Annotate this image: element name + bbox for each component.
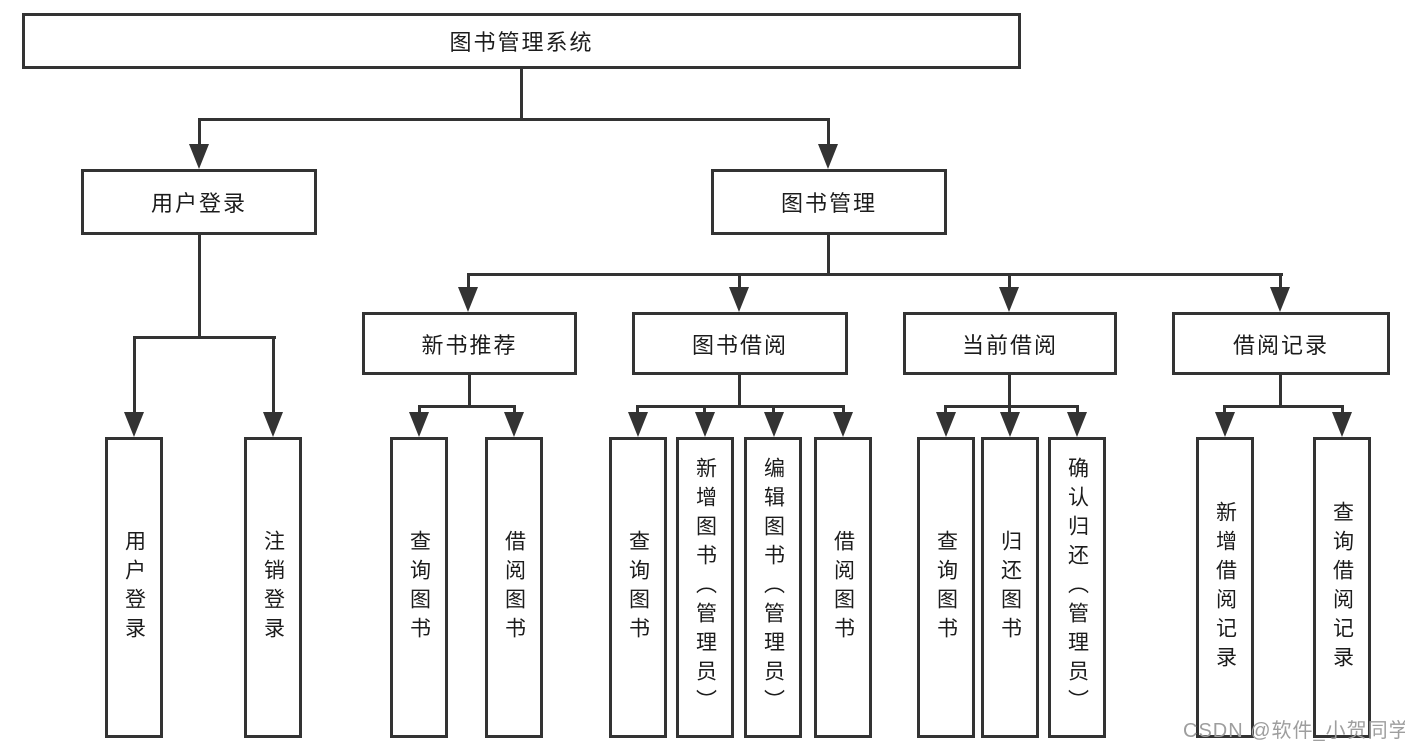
node-user-login: 用户登录 bbox=[81, 169, 317, 235]
arrow-down-icon bbox=[1067, 412, 1087, 437]
leaf-newbook-query-books: 查询图书 bbox=[390, 437, 448, 738]
arrow-down-icon bbox=[818, 144, 838, 169]
leaf-borrow-edit-books-admin: 编辑图书（管理员） bbox=[744, 437, 802, 738]
leaf-current-return-books: 归还图书 bbox=[981, 437, 1039, 738]
leaf-borrow-add-books-admin: 新增图书（管理员） bbox=[676, 437, 734, 738]
leaf-borrow-borrow-books: 借阅图书 bbox=[814, 437, 872, 738]
node-borrow-records: 借阅记录 bbox=[1172, 312, 1390, 375]
connector-line bbox=[1076, 405, 1079, 415]
connector-line bbox=[467, 273, 470, 289]
connector-line bbox=[738, 375, 741, 408]
connector-line bbox=[944, 405, 1079, 408]
node-book-borrow: 图书借阅 bbox=[632, 312, 848, 375]
connector-line bbox=[1008, 273, 1011, 289]
connector-line bbox=[418, 405, 421, 415]
connector-line bbox=[636, 405, 845, 408]
arrow-down-icon bbox=[764, 412, 784, 437]
arrow-down-icon bbox=[189, 144, 209, 169]
connector-line bbox=[1341, 405, 1344, 415]
connector-line bbox=[418, 405, 516, 408]
arrow-down-icon bbox=[999, 287, 1019, 312]
connector-line bbox=[1279, 375, 1282, 408]
connector-line bbox=[520, 69, 523, 118]
arrow-down-icon bbox=[409, 412, 429, 437]
arrow-down-icon bbox=[833, 412, 853, 437]
connector-line bbox=[1008, 375, 1011, 408]
arrow-down-icon bbox=[729, 287, 749, 312]
node-new-book-recommend: 新书推荐 bbox=[362, 312, 577, 375]
leaf-borrow-query-books: 查询图书 bbox=[609, 437, 667, 738]
connector-line bbox=[272, 336, 275, 413]
arrow-down-icon bbox=[458, 287, 478, 312]
connector-line bbox=[772, 405, 775, 415]
node-book-management: 图书管理 bbox=[711, 169, 947, 235]
connector-line bbox=[133, 336, 136, 413]
node-root: 图书管理系统 bbox=[22, 13, 1021, 69]
leaf-newbook-borrow-books: 借阅图书 bbox=[485, 437, 543, 738]
arrow-down-icon bbox=[263, 412, 283, 437]
connector-line bbox=[842, 405, 845, 415]
connector-line bbox=[1008, 405, 1011, 415]
arrow-down-icon bbox=[1332, 412, 1352, 437]
connector-line bbox=[738, 273, 741, 289]
connector-line bbox=[198, 235, 201, 336]
watermark: CSDN @软件_小贺同学 bbox=[1183, 720, 1405, 742]
arrow-down-icon bbox=[628, 412, 648, 437]
leaf-current-confirm-return-admin: 确认归还（管理员） bbox=[1048, 437, 1106, 738]
connector-line bbox=[133, 336, 276, 339]
arrow-down-icon bbox=[1215, 412, 1235, 437]
leaf-record-query-borrow-record: 查询借阅记录 bbox=[1313, 437, 1371, 738]
connector-line bbox=[827, 118, 830, 146]
connector-line bbox=[468, 375, 471, 408]
arrow-down-icon bbox=[1000, 412, 1020, 437]
connector-line bbox=[636, 405, 639, 415]
connector-line bbox=[1223, 405, 1226, 415]
connector-line bbox=[1279, 273, 1282, 289]
leaf-current-query-books: 查询图书 bbox=[917, 437, 975, 738]
arrow-down-icon bbox=[1270, 287, 1290, 312]
connector-line bbox=[944, 405, 947, 415]
leaf-record-add-borrow-record: 新增借阅记录 bbox=[1196, 437, 1254, 738]
connector-line bbox=[827, 235, 830, 273]
connector-line bbox=[513, 405, 516, 415]
connector-line bbox=[198, 118, 201, 146]
connector-line bbox=[198, 118, 830, 121]
node-current-borrow: 当前借阅 bbox=[903, 312, 1117, 375]
connector-line bbox=[467, 273, 1283, 276]
leaf-logout: 注销登录 bbox=[244, 437, 302, 738]
connector-line bbox=[703, 405, 706, 415]
connector-line bbox=[1223, 405, 1344, 408]
arrow-down-icon bbox=[504, 412, 524, 437]
leaf-user-login: 用户登录 bbox=[105, 437, 163, 738]
arrow-down-icon bbox=[124, 412, 144, 437]
arrow-down-icon bbox=[695, 412, 715, 437]
arrow-down-icon bbox=[936, 412, 956, 437]
